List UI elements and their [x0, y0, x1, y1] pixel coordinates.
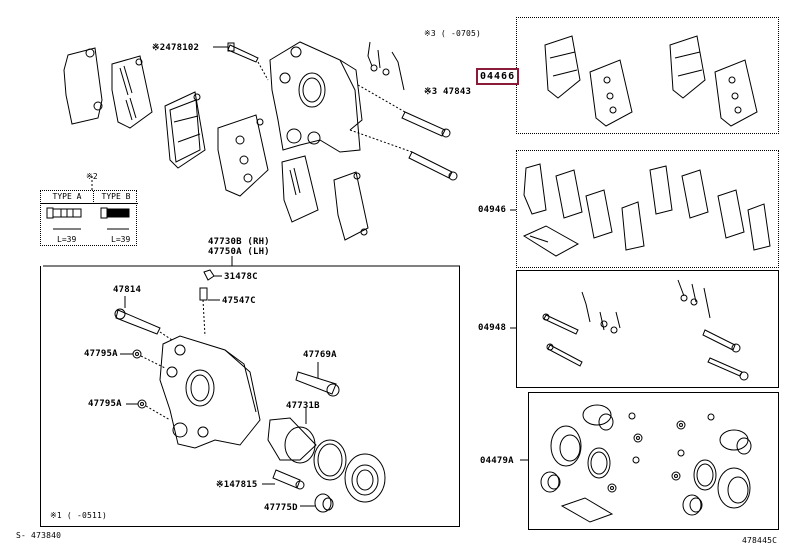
type-a-header: TYPE A	[41, 191, 93, 204]
fitting-kit-illustration	[542, 279, 749, 381]
bolt-type-table: TYPE A TYPE B L=39 L=39	[40, 190, 138, 246]
pad-kit-illustration	[544, 35, 758, 127]
shim-illustration	[63, 47, 153, 129]
kit-label-04946[interactable]: 04946	[478, 205, 507, 215]
type-a-length: L=39	[57, 235, 77, 244]
cylinder-kit-illustration	[540, 404, 752, 523]
part-label-slide-pin[interactable]: 47769A	[303, 350, 337, 360]
caliper-assembly-box	[40, 266, 460, 527]
note-marker-2: ※2	[86, 172, 98, 181]
seal-illustration	[313, 439, 347, 481]
pad-illustration	[164, 91, 206, 169]
caliper-illustration	[159, 335, 261, 449]
kit-box-04948	[516, 270, 779, 388]
kit-box-04466	[516, 17, 779, 134]
piston-illustration	[267, 408, 317, 464]
part-label-pin[interactable]: ※3 47843	[424, 87, 472, 97]
note-1: ※1 ( -0511)	[50, 511, 108, 520]
boot-illustration	[344, 453, 386, 503]
note-3: ※3 ( -0705)	[424, 29, 482, 38]
type-b-header: TYPE B	[93, 191, 138, 204]
bolt-type-icons	[46, 207, 130, 230]
part-label-caliper-rh[interactable]: 47730B (RH)	[208, 237, 270, 247]
part-label-washer-lower[interactable]: 47795A	[88, 399, 122, 409]
lower-bolt-illustration	[114, 308, 173, 341]
shim-kit-illustration	[522, 163, 771, 257]
part-label-caliper-lh[interactable]: 47750A (LH)	[208, 247, 270, 257]
guide-pin-small-illustration	[262, 469, 305, 490]
washer-illustration	[120, 349, 171, 421]
clip-illustration	[367, 41, 405, 91]
part-label-cap[interactable]: 31478C	[224, 272, 258, 282]
kit-box-04479a	[528, 392, 779, 530]
part-label-guide-pin[interactable]: ※147815	[216, 480, 258, 490]
part-label-bolt[interactable]: 47814	[113, 285, 142, 295]
part-label-bleeder[interactable]: 47547C	[222, 296, 256, 306]
caliper-bracket-illustration	[269, 41, 363, 153]
part-label-boot[interactable]: 47775D	[264, 503, 298, 513]
type-b-length: L=39	[111, 235, 131, 244]
pad-backing-illustration	[217, 114, 269, 197]
shim-illustration-lower	[281, 155, 369, 241]
slide-pin-illustration	[295, 362, 340, 397]
bleeder-illustration	[199, 269, 222, 337]
dust-boot-illustration	[300, 493, 334, 513]
part-label-bolt-upper[interactable]: ※2478102	[152, 43, 200, 53]
kit-label-04948[interactable]: 04948	[478, 323, 507, 333]
kit-label-04466-highlighted[interactable]: 04466	[476, 68, 520, 85]
part-label-piston[interactable]: 47731B	[286, 401, 320, 411]
kit-box-04946	[516, 150, 779, 268]
kit-label-04479a[interactable]: 04479A	[480, 456, 514, 466]
source-note: S- 473840	[16, 531, 62, 540]
part-label-washer-upper[interactable]: 47795A	[84, 349, 118, 359]
guide-pin-illustration	[349, 84, 458, 181]
bolt-illustration	[213, 42, 269, 81]
figure-id: 478445C	[742, 536, 778, 545]
